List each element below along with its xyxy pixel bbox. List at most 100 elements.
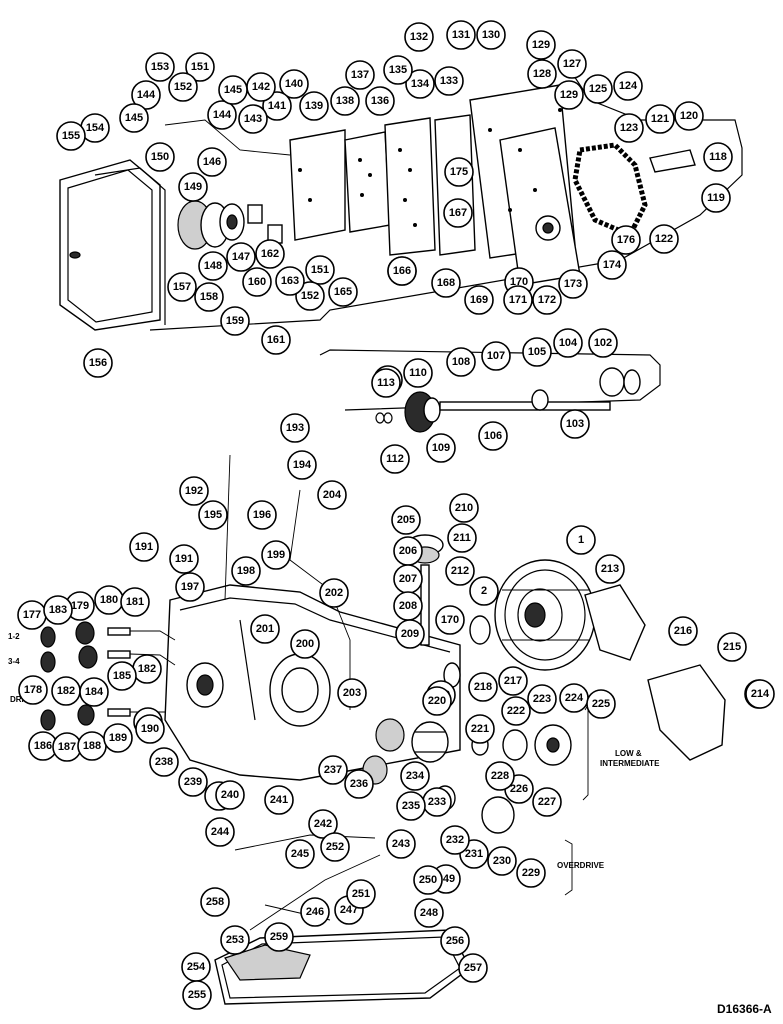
callout-number: 160 [248, 276, 266, 288]
callout-number: 255 [188, 989, 206, 1001]
callout-circle [435, 605, 465, 635]
callout-number: 187 [58, 741, 76, 753]
callout-number: 257 [464, 962, 482, 974]
callout-circle [287, 450, 317, 480]
part-callout-216: 216 [668, 616, 698, 646]
callout-number: 146 [203, 156, 221, 168]
callout-number: 205 [397, 514, 415, 526]
part-callout-157: 157 [167, 272, 197, 302]
callout-number: 214 [751, 688, 770, 700]
callout-number: 136 [371, 95, 389, 107]
callout-circle [380, 444, 410, 474]
part-callout-245: 245 [285, 839, 315, 869]
callout-circle [558, 269, 588, 299]
callout-circle [337, 678, 367, 708]
callout-number: 193 [286, 422, 304, 434]
callout-circle [346, 879, 376, 909]
part-callout-256: 256 [440, 926, 470, 956]
callout-number: 242 [314, 818, 332, 830]
callout-number: 107 [487, 350, 505, 362]
callout-circle [120, 587, 150, 617]
callout-number: 163 [281, 275, 299, 287]
part-callout-238: 238 [149, 747, 179, 777]
callout-circle [198, 251, 228, 281]
callout-number: 189 [109, 732, 127, 744]
callout-number: 145 [125, 112, 143, 124]
part-callout-177: 177 [17, 600, 47, 630]
callout-circle [391, 505, 421, 535]
part-callout-206: 206 [393, 536, 423, 566]
callout-number: 108 [452, 356, 470, 368]
part-callout-187: 187 [52, 732, 82, 762]
callout-circle [395, 619, 425, 649]
part-callout-257: 257 [458, 953, 488, 983]
part-callout-224: 224 [559, 683, 589, 713]
part-callout-113: 113 [371, 368, 401, 398]
part-callout-194: 194 [287, 450, 317, 480]
callout-number: 258 [206, 896, 224, 908]
callout-number: 120 [680, 110, 698, 122]
part-callout-259: 259 [264, 922, 294, 952]
callout-circle [422, 686, 452, 716]
callout-circle [197, 147, 227, 177]
callout-number: 170 [441, 614, 459, 626]
part-callout-145: 145 [218, 75, 248, 105]
note-low-intermediate-1: LOW & [615, 749, 642, 758]
part-callout-240: 240 [215, 780, 245, 810]
callout-circle [275, 266, 305, 296]
torque-converter [494, 559, 596, 671]
part-callout-212: 212 [445, 556, 475, 586]
callout-circle [220, 925, 250, 955]
callout-circle [131, 80, 161, 110]
callout-number: 119 [707, 192, 725, 204]
chain-cover [499, 127, 581, 286]
callout-circle [299, 91, 329, 121]
callout-circle [238, 104, 268, 134]
callout-circle [264, 922, 294, 952]
callout-circle [119, 103, 149, 133]
callout-number: 129 [532, 39, 550, 51]
callout-number: 145 [224, 84, 242, 96]
part-callout-229: 229 [516, 858, 546, 888]
callout-number: 199 [267, 549, 285, 561]
part-callout-160: 160 [242, 267, 272, 297]
callout-number: 208 [399, 600, 417, 612]
callout-circle [434, 66, 464, 96]
part-callout-192: 192 [179, 476, 209, 506]
callout-number: 140 [285, 78, 303, 90]
part-callout-223: 223 [527, 684, 557, 714]
part-callout-233: 233 [422, 787, 452, 817]
callout-number: 211 [453, 532, 471, 544]
part-callout-217: 217 [498, 666, 528, 696]
separator-plate [289, 129, 346, 241]
callout-circle [445, 556, 475, 586]
part-callout-255: 255 [182, 980, 212, 1010]
callout-circle [290, 629, 320, 659]
callout-circle [261, 540, 291, 570]
part-callout-172: 172 [532, 285, 562, 315]
drive-chain [572, 142, 648, 239]
callout-circle [465, 714, 495, 744]
callout-number: 156 [89, 357, 107, 369]
callout-number: 154 [86, 122, 105, 134]
callout-circle [145, 142, 175, 172]
part-callout-106: 106 [478, 421, 508, 451]
callout-number: 133 [440, 75, 458, 87]
callout-number: 191 [135, 541, 153, 553]
callout-number: 170 [510, 276, 528, 288]
callout-number: 151 [311, 264, 329, 276]
callout-number: 113 [377, 377, 395, 389]
callout-number: 212 [451, 565, 469, 577]
part-callout-136: 136 [365, 86, 395, 116]
callout-circle [280, 413, 310, 443]
callout-circle [178, 172, 208, 202]
callout-number: 197 [181, 581, 199, 593]
callout-number: 112 [386, 453, 404, 465]
part-callout-175: 175 [444, 157, 474, 187]
callout-circle [400, 761, 430, 791]
callout-number: 135 [389, 64, 407, 76]
callout-number: 250 [419, 874, 437, 886]
callout-number: 201 [256, 623, 274, 635]
callout-number: 106 [484, 430, 502, 442]
callout-circle [305, 255, 335, 285]
